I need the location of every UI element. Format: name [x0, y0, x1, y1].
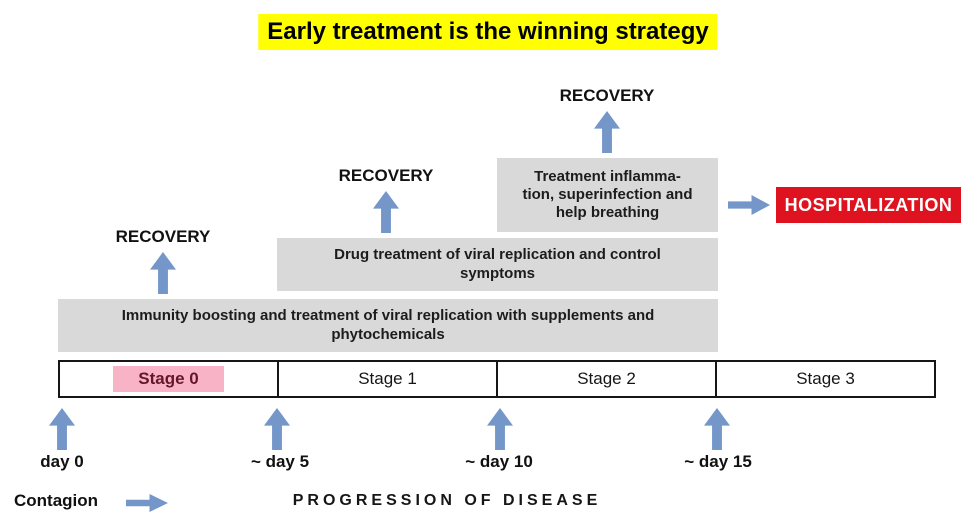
progression-of-disease-label: PROGRESSION OF DISEASE — [292, 492, 602, 509]
recovery-label-stage0: RECOVERY — [115, 227, 211, 246]
hospitalization-badge: HOSPITALIZATION — [776, 187, 961, 223]
treatment-box-immunity: Immunity boosting and treatment of viral… — [58, 299, 718, 352]
day-label-15: ~ day 15 — [684, 452, 752, 471]
stage0-highlight: Stage 0 — [113, 366, 224, 392]
treatment-box-drug: Drug treatment of viral replication and … — [277, 238, 718, 291]
stage-cell-2: Stage 2 — [496, 362, 715, 396]
treatment-box-inflammation: Treatment inflamma- tion, superinfection… — [497, 158, 718, 232]
recovery-up-arrow-icon — [150, 252, 176, 294]
page-title: Early treatment is the winning strategy — [258, 14, 718, 50]
recovery-up-arrow-icon — [594, 111, 620, 153]
contagion-label: Contagion — [14, 491, 99, 510]
recovery-label-stage1: RECOVERY — [338, 166, 434, 185]
stage-bar: Stage 0 Stage 1 Stage 2 Stage 3 — [58, 360, 936, 398]
timeline-up-arrow-icon — [264, 408, 290, 450]
stage-cell-0: Stage 0 — [60, 362, 277, 396]
stage-cell-3: Stage 3 — [715, 362, 934, 396]
stage-cell-1: Stage 1 — [277, 362, 496, 396]
contagion-right-arrow-icon — [126, 494, 168, 512]
hospitalization-right-arrow-icon — [728, 195, 770, 215]
timeline-up-arrow-icon — [49, 408, 75, 450]
timeline-up-arrow-icon — [487, 408, 513, 450]
day-label-0: day 0 — [40, 452, 84, 471]
timeline-up-arrow-icon — [704, 408, 730, 450]
day-label-10: ~ day 10 — [465, 452, 533, 471]
recovery-up-arrow-icon — [373, 191, 399, 233]
recovery-label-stage2: RECOVERY — [559, 86, 655, 105]
day-label-5: ~ day 5 — [250, 452, 310, 471]
